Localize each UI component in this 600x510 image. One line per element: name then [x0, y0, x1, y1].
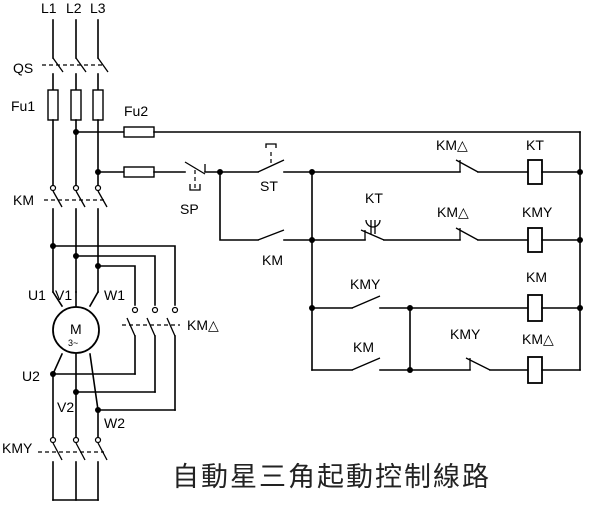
label-w1: W1: [104, 287, 125, 303]
label-coil-km-delta: KM△: [522, 331, 554, 347]
stop-button-sp: [184, 161, 221, 191]
label-fu1: Fu1: [11, 98, 35, 114]
label-km-main: KM: [13, 192, 34, 208]
label-kmy-no: KMY: [350, 276, 381, 292]
label-coil-kmy: KMY: [522, 204, 553, 220]
contactor-km-main: [44, 184, 108, 293]
label-km-delta-nc-2: KM△: [437, 204, 469, 220]
coil-kmy: [527, 227, 543, 253]
start-button-st: [219, 143, 313, 173]
fuse-fu1: [47, 89, 104, 121]
label-w2: W2: [104, 415, 125, 431]
label-kmy-star: KMY: [2, 440, 33, 456]
label-v1: V1: [55, 287, 72, 303]
label-u2: U2: [22, 368, 40, 384]
label-coil-kt: KT: [526, 137, 544, 153]
coil-km-delta: [527, 356, 543, 384]
label-kt-contact: KT: [365, 190, 383, 206]
motor-symbol: M: [70, 321, 82, 337]
label-km-hold: KM: [262, 252, 283, 268]
label-kmy-nc: KMY: [450, 326, 481, 342]
motor-phase: 3~: [68, 338, 78, 348]
km-delta-nc-contact-1: [455, 159, 479, 173]
label-st: ST: [260, 178, 278, 194]
label-km-delta-nc-1: KM△: [436, 137, 468, 153]
control-circuit: Fu2 SP ST: [75, 103, 583, 384]
contactor-kmy-star: [38, 436, 108, 501]
km-no-contact: [351, 357, 381, 371]
kt-timer-contact: [360, 219, 385, 241]
km-hold-contact: [257, 229, 313, 241]
label-qs: QS: [13, 60, 33, 76]
contactor-km-delta: [122, 306, 180, 411]
km-delta-nc-contact-2: [455, 227, 479, 241]
label-sp: SP: [180, 201, 199, 217]
motor: M 3~: [51, 290, 100, 411]
kmy-no-contact: [351, 295, 381, 309]
power-circuit: QS Fu1 KM: [2, 19, 219, 501]
coil-kt: [527, 159, 543, 185]
label-l1: L1: [41, 0, 57, 16]
breaker-qs: [42, 57, 109, 91]
kmy-nc-contact: [465, 357, 491, 371]
label-km-delta: KM△: [187, 317, 219, 333]
label-km-no: KM: [353, 339, 374, 355]
label-l2: L2: [66, 0, 82, 16]
label-u1: U1: [28, 287, 46, 303]
label-coil-km: KM: [526, 269, 547, 285]
label-v2: V2: [57, 399, 74, 415]
label-l3: L3: [90, 0, 106, 16]
diagram-title: 自動星三角起動控制線路: [172, 462, 491, 493]
label-fu2: Fu2: [124, 103, 148, 119]
coil-km: [527, 294, 543, 322]
